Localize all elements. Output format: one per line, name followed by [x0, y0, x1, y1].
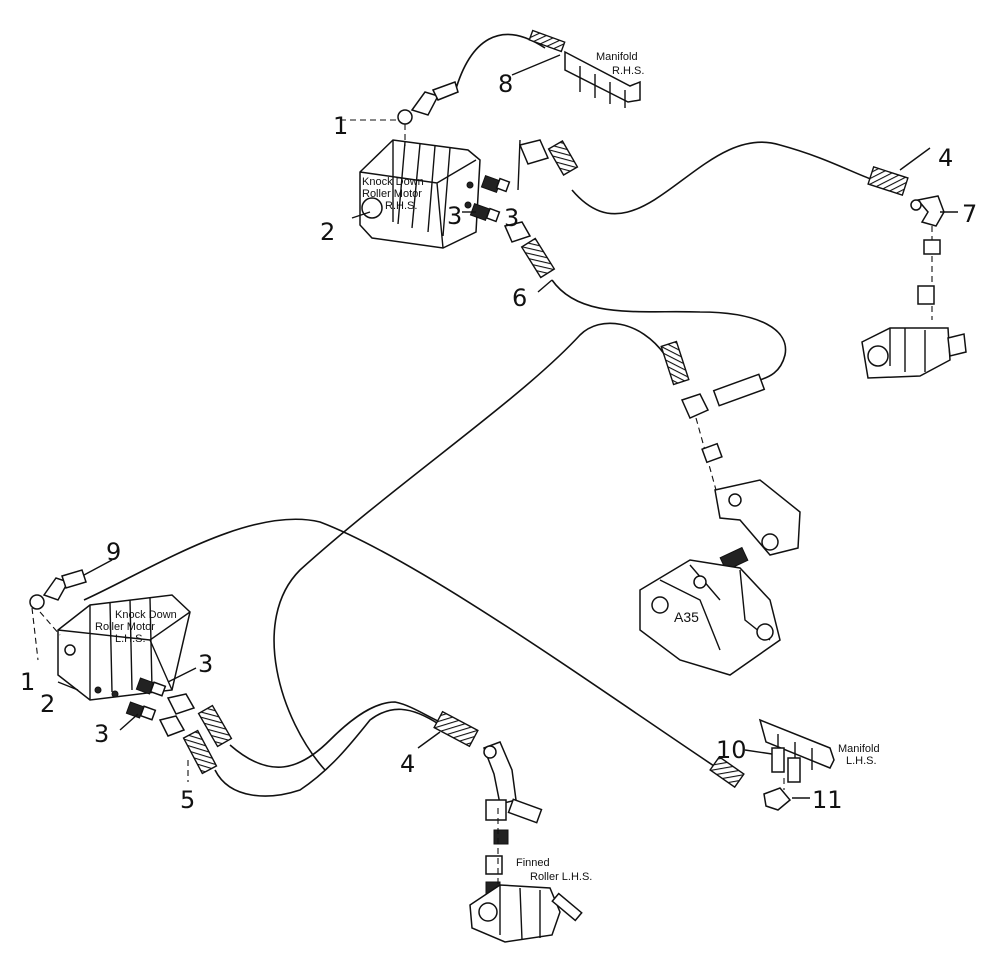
hose-motor-rhs-to-rear-motor — [571, 141, 891, 215]
leader-3-bottom-a — [167, 667, 197, 683]
callout-3-top-a: 3 — [504, 204, 519, 232]
label-motor-lhs-line3: L.H.S. — [115, 633, 146, 645]
hose-end-6 — [503, 221, 556, 279]
callout-8: 8 — [498, 70, 513, 98]
callout-7: 7 — [962, 200, 977, 228]
callout-1-bottom: 1 — [20, 668, 35, 696]
hose-5-to-finned-roller — [214, 708, 441, 797]
knock-down-roller-motor-rhs — [359, 139, 481, 249]
valve-bracket — [714, 479, 801, 556]
fitting-rear-lower — [917, 285, 935, 305]
leader-3-top — [517, 139, 521, 191]
hose-a35-to-lhs-motor — [273, 322, 666, 771]
hose-end-lhs-upper — [166, 693, 233, 748]
elbow-7 — [910, 195, 945, 227]
leader-4-bottom — [417, 731, 441, 749]
label-finned-line2: Roller L.H.S. — [530, 871, 592, 883]
fitting-3-bottom-b — [125, 701, 157, 721]
callout-6: 6 — [512, 284, 527, 312]
control-valve-a35 — [639, 559, 781, 676]
callout-2-bottom: 2 — [40, 690, 55, 718]
fitting-10 — [771, 747, 785, 773]
callout-2-top: 2 — [320, 218, 335, 246]
label-manifold-lhs-line1: Manifold — [838, 743, 880, 755]
leader-2-bottom — [57, 681, 79, 691]
finned-roller-motor-lhs — [469, 884, 583, 943]
manifold-lhs — [758, 718, 835, 783]
callout-4-top: 4 — [938, 144, 953, 172]
callout-1-top: 1 — [333, 112, 348, 140]
leader-4-top — [899, 147, 931, 171]
callout-3-top-b: 3 — [447, 202, 462, 230]
leader-1-bottom-to-motor — [39, 611, 61, 636]
manifold-rhs — [528, 29, 641, 108]
label-manifold-rhs-line2: R.H.S. — [612, 65, 644, 77]
label-manifold-lhs-line2: L.H.S. — [846, 755, 877, 767]
hose-6-to-valve — [551, 279, 787, 381]
valve-inlet-fitting — [719, 546, 749, 572]
fitting-3-bottom-a — [135, 677, 167, 697]
label-manifold-rhs-line1: Manifold — [596, 51, 638, 63]
leader-2-top — [351, 211, 371, 219]
hose-end-4-top — [867, 165, 909, 197]
label-motor-lhs-line2: Roller Motor — [95, 621, 155, 633]
leader-3-bottom-b — [119, 713, 139, 731]
fitting-rear-upper — [923, 239, 941, 255]
label-motor-rhs-line2: Roller Motor — [362, 188, 422, 200]
label-motor-rhs-line3: R.H.S. — [385, 200, 417, 212]
hose-9-to-manifold-lhs — [83, 518, 721, 771]
hose-end-manifold-lhs — [709, 755, 745, 789]
elbow-finned-roller — [483, 741, 517, 805]
hose-lhs-motor-to-4 — [229, 701, 441, 768]
leader-6 — [537, 279, 553, 293]
fitting-3-top-b — [469, 202, 501, 223]
rear-roller-motor — [861, 327, 967, 379]
hose-end-to-valve-right — [712, 373, 766, 407]
hose-end-to-valve-left — [660, 340, 690, 386]
callout-10: 10 — [716, 736, 747, 764]
leader-8 — [511, 54, 561, 76]
leader-1-bottom — [31, 607, 39, 661]
hose-end-5 — [158, 715, 218, 775]
fitting-valve-mid — [701, 442, 723, 464]
leader-9 — [83, 559, 113, 576]
callout-9: 9 — [106, 538, 121, 566]
label-motor-rhs-line1: Knock Down — [362, 176, 424, 188]
knock-down-roller-motor-lhs — [57, 594, 191, 701]
callout-3-bottom-b: 3 — [94, 720, 109, 748]
callout-4-bottom: 4 — [400, 750, 415, 778]
callout-5: 5 — [180, 786, 195, 814]
fitting-1-top — [397, 81, 459, 125]
hose-end-upper-rhs — [518, 139, 579, 176]
hose-end-4-bottom — [433, 710, 479, 748]
label-valve: A35 — [674, 609, 699, 625]
fitting-3-top-a — [480, 174, 511, 194]
callout-11: 11 — [812, 786, 843, 814]
leader-valve-stack — [695, 417, 717, 491]
callout-3-bottom-a: 3 — [198, 650, 213, 678]
leader-10 — [744, 749, 773, 755]
tee-fitting-valve — [680, 393, 710, 419]
label-motor-lhs-line1: Knock Down — [115, 609, 177, 621]
label-finned-line1: Finned — [516, 857, 550, 869]
elbow-11 — [763, 778, 792, 811]
fitting-1-bottom — [29, 569, 87, 610]
